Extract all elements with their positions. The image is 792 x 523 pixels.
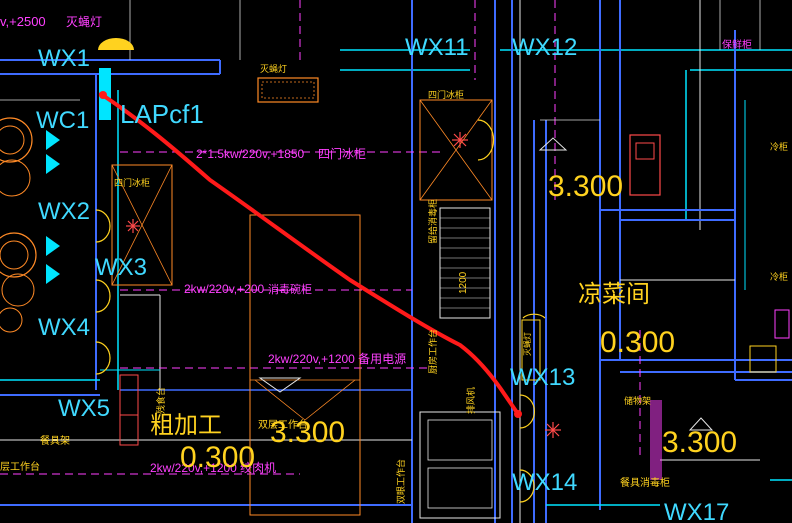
wx5-label: WX5: [58, 395, 110, 422]
wx12-label: WX12: [512, 34, 577, 61]
power-label-2: 2kw/220v,+200: [184, 282, 264, 296]
misc-label-1: 留给消毒柜: [427, 199, 438, 244]
wx4-label: WX4: [38, 314, 90, 341]
lapcf1-label: LAPcf1: [120, 99, 204, 129]
fly-lamp-label-2: 灭蝇灯: [522, 332, 532, 356]
wash-sink-label: 双层工作台: [258, 418, 308, 431]
misc-label-4: 排风机: [465, 387, 476, 414]
wx2-label: WX2: [38, 198, 90, 225]
wx11-label: WX11: [405, 34, 469, 61]
red-markup-start: [99, 91, 107, 99]
elevation-3: 0.300: [600, 326, 675, 359]
room-cold-dish: 凉菜间: [578, 281, 650, 308]
grid-lines: [0, 0, 761, 121]
wx1-label: WX1: [38, 45, 90, 72]
side-label-2: 冷柜: [770, 271, 788, 282]
wx17-label: WX17: [664, 499, 729, 523]
wx3-label: WX3: [95, 254, 147, 281]
wx13-label: WX13: [510, 364, 575, 391]
fridge-label-left: 四门冰柜: [114, 177, 150, 188]
level-triangles: [258, 137, 714, 431]
storage-rack-label: 储物架: [624, 395, 651, 406]
red-markup-end: [514, 410, 522, 418]
power-label-2-tag: 消毒碗柜: [268, 282, 312, 296]
elevation-1: 3.300: [548, 170, 623, 203]
top-circuit-label: v,+2500: [0, 14, 46, 29]
wc1-label: WC1: [36, 107, 89, 134]
elevation-4: 0.300: [180, 441, 255, 474]
top-lamp-label: 灭蝇灯: [66, 15, 102, 29]
rack-dimension: 1200: [458, 271, 469, 294]
power-label-3: 2kw/220v,+1200 备用电源: [268, 352, 406, 366]
power-label-4: 2kw/220v,+1200 绞肉机: [150, 460, 276, 475]
bottom-mid-label: 双眼工作台: [395, 459, 406, 504]
bottom-left-label: 层工作台: [0, 460, 40, 473]
room-rough-processing: 粗加工: [150, 412, 222, 439]
wx14-label: WX14: [512, 469, 577, 496]
dish-rack-label: 餐具架: [40, 434, 70, 447]
fresh-cabinet-label: 保鲜柜: [722, 38, 752, 51]
elevation-5: 3.300: [662, 426, 737, 459]
misc-label-3: 厨房工作台: [427, 329, 438, 374]
red-markup-line: [99, 92, 520, 416]
misc-label-2: 残食台: [155, 387, 166, 414]
disinfect-cabinet-label: 餐具消毒柜: [620, 476, 670, 489]
side-label-1: 冷柜: [770, 141, 788, 152]
power-label-1-tag: 四门冰柜: [318, 146, 366, 161]
outlet-markers: [126, 132, 561, 438]
fly-lamp-label: 灭蝇灯: [260, 64, 287, 74]
elevation-2: 3.300: [270, 416, 345, 449]
power-label-1: 2*1.5kw/220v,+1850: [196, 147, 305, 161]
fridge-label-right: 四门冰柜: [428, 89, 464, 100]
